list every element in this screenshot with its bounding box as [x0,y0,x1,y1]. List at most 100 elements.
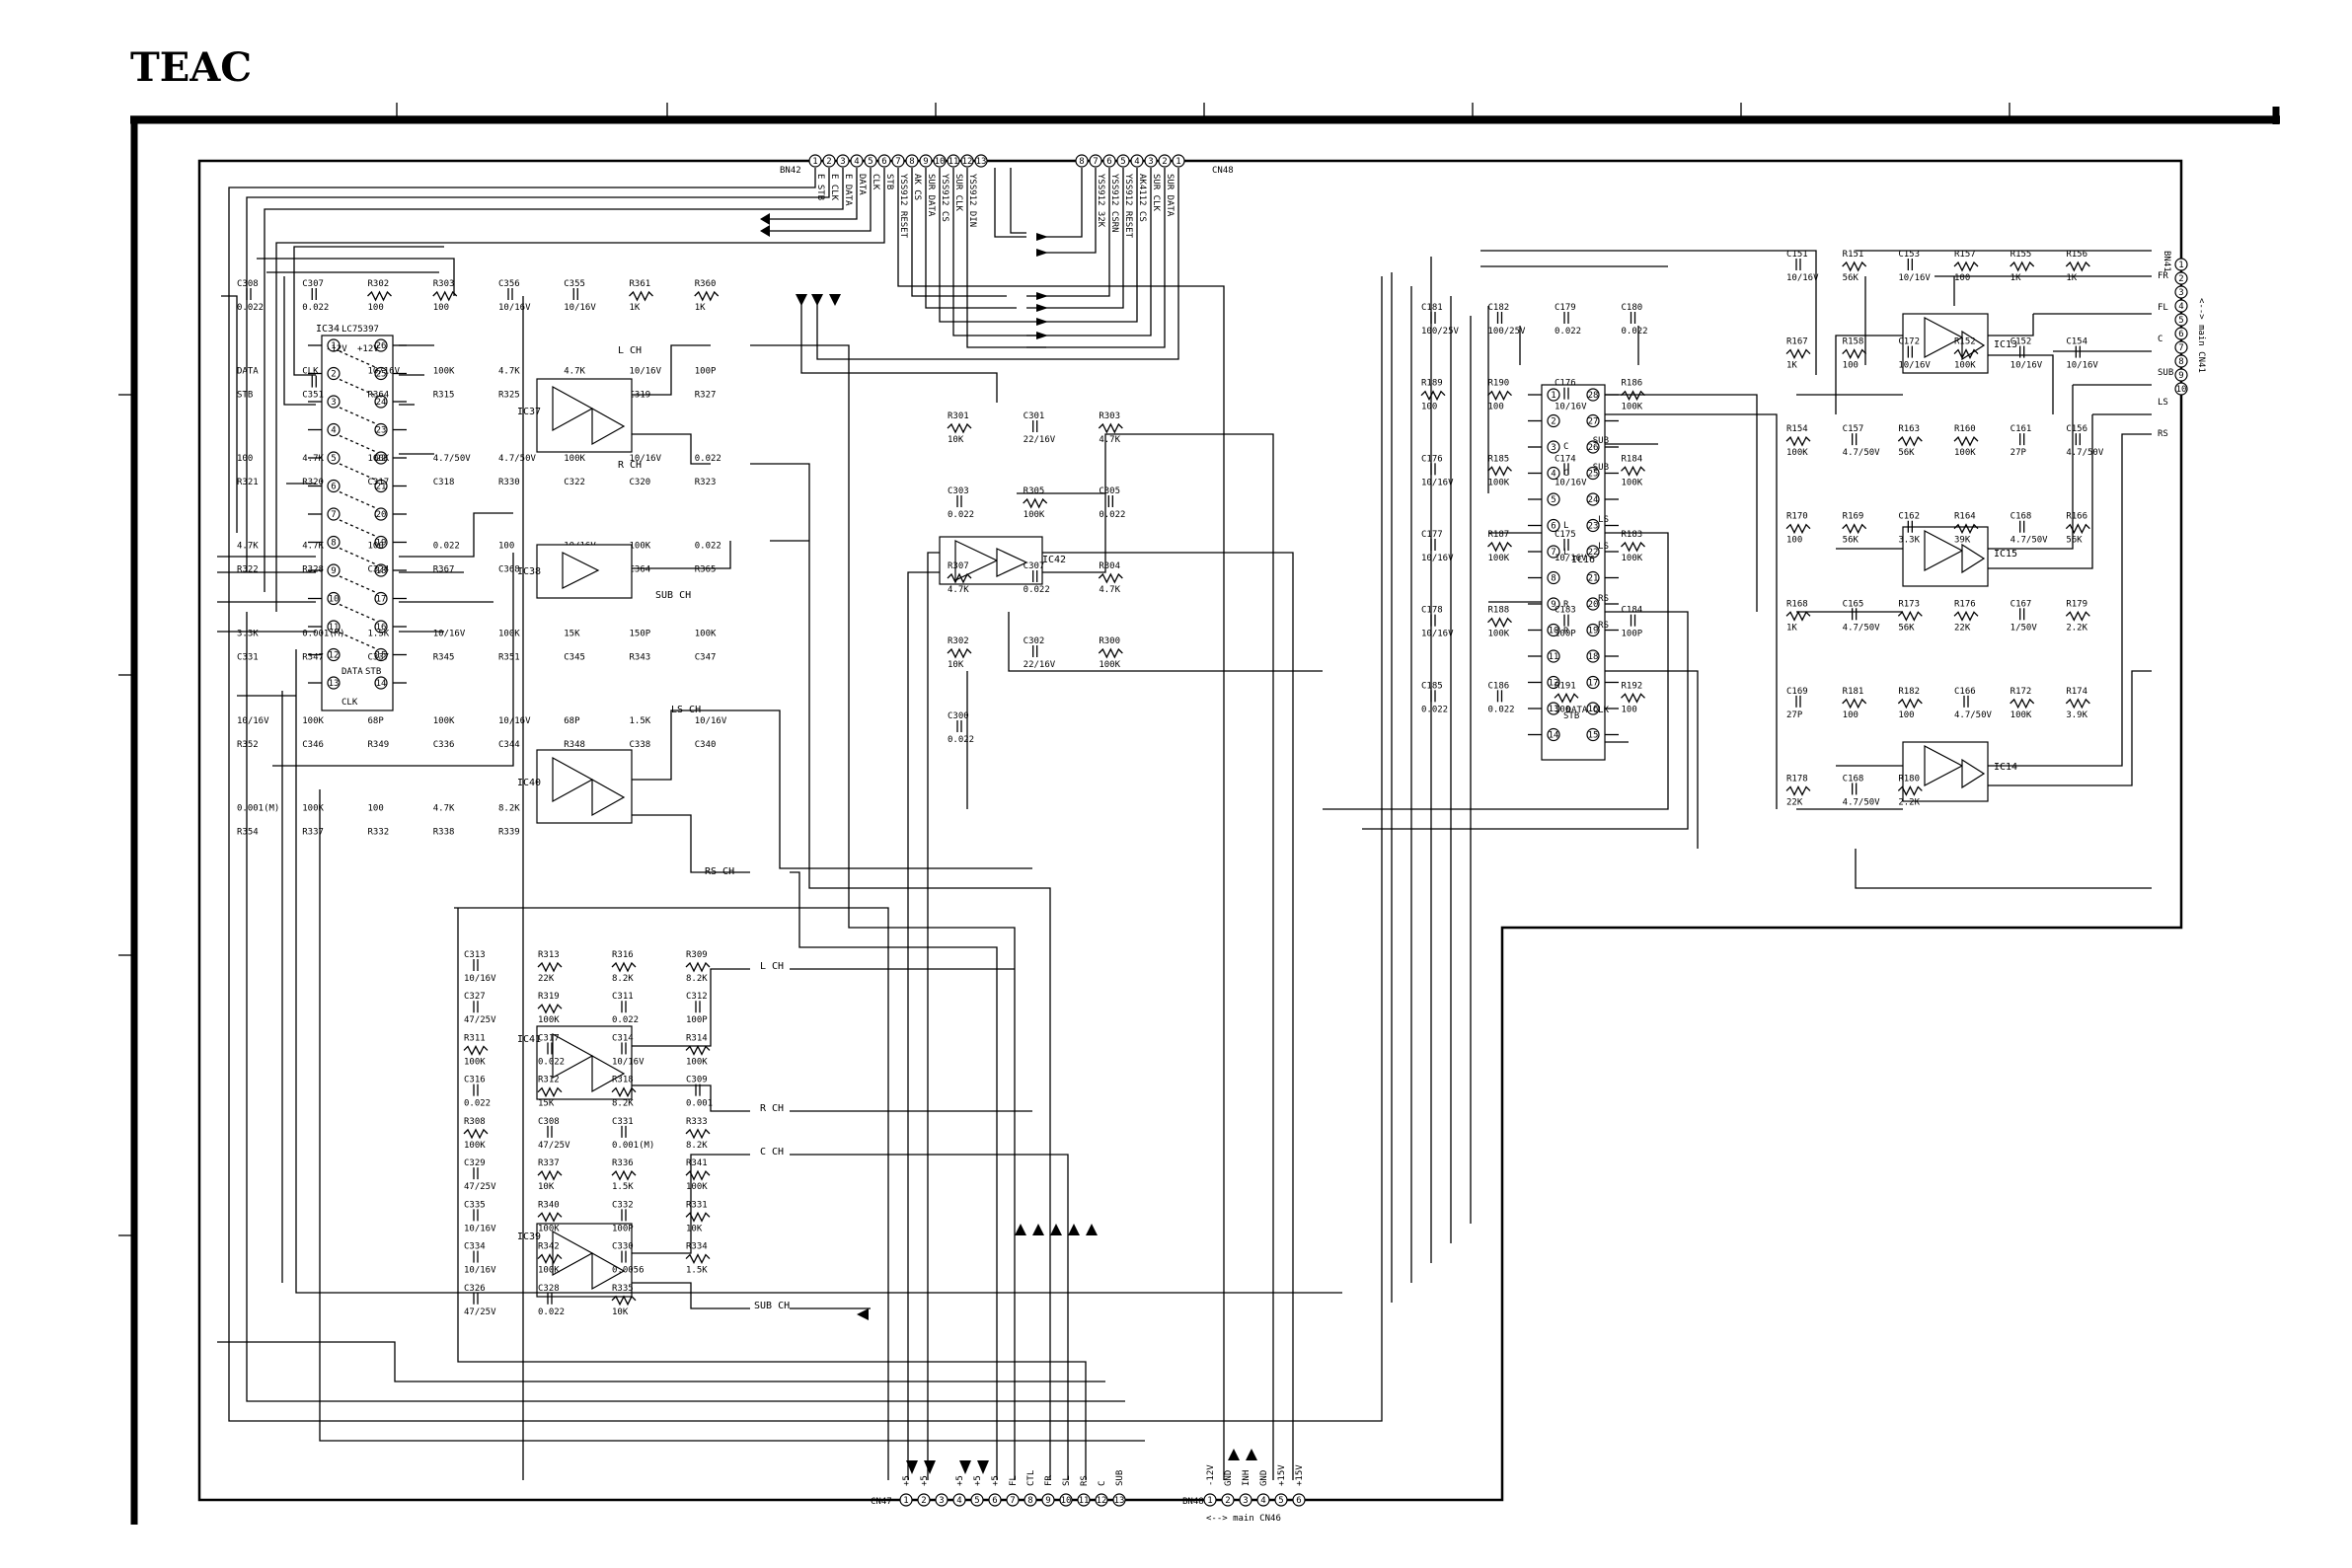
resistor-symbol [1785,784,1811,796]
part-value: 100 [368,303,384,313]
resistor-symbol [1621,541,1645,553]
part-value: 100K [1622,554,1643,563]
part-value: R327 [695,391,717,401]
connector-pin [905,154,919,168]
pin-number: 12 [1097,1496,1107,1506]
resistor-symbol [2010,698,2035,709]
signal-label: DATA [857,174,867,195]
pin-function-label: SUB [1593,436,1609,446]
signal-label: YSS912 RESET [1123,174,1133,239]
svg-text:L CH: L CH [618,345,642,356]
part-ref: C176 [1555,379,1576,389]
part-ref: R334 [686,1242,708,1252]
pin-number: 8 [909,157,914,167]
part-value: C331 [237,652,259,662]
part-ref: R305 [1024,486,1045,496]
pin-number: 12 [329,651,340,661]
pin-number: 5 [1120,157,1125,167]
connector-pin [1239,1493,1252,1507]
opamp-ic13: IC13 [1902,313,2017,374]
part-ref: C167 [2011,599,2032,609]
part-value: 100P [686,1015,708,1025]
signal-label: E CLK [829,174,839,201]
part-value: R321 [237,478,259,487]
pin-number: 2 [2178,274,2183,284]
part-value: R338 [433,827,455,837]
part-ref: 100 [368,803,384,813]
part-value: R328 [302,565,324,575]
switch-link [339,490,376,509]
connector-pin [2174,327,2188,340]
part-value: 56K [1898,623,1915,633]
pin-number: 2 [1225,1496,1230,1506]
part-value: C322 [564,478,585,487]
pin-number: 11 [1079,1496,1090,1506]
right-opamp-wiring [1796,250,2152,889]
connector-pin [1130,154,1144,168]
part-ref: 150P [630,629,651,638]
svg-text:IC15: IC15 [1994,549,2017,560]
part-value: 10/16V [1421,630,1454,639]
opamp-ic41: IC41 L CH R CH [517,961,784,1114]
resistor-symbol [1621,465,1645,477]
resistor-symbol [1098,647,1123,659]
pin-number: 7 [1010,1496,1015,1506]
part-ref: C328 [538,1284,560,1294]
connector-pin [1203,1493,1217,1507]
pin-number: 10 [1061,1496,1072,1506]
part-value: 1K [1786,361,1797,371]
part-ref: R191 [1555,681,1576,691]
part-ref: R180 [1898,774,1920,784]
pin-number: 3 [1551,443,1555,453]
resistor-symbol [537,1253,563,1265]
svg-text:IC13: IC13 [1994,339,2017,350]
signal-label: YSS912 CSRN [1109,174,1119,233]
part-ref: C329 [464,1158,486,1168]
pin-number: 11 [948,157,959,167]
connector-pin [1172,154,1185,168]
part-value: 100 [1555,705,1570,714]
brand-logo: TEAC [130,44,252,91]
svg-text:<--> main CN41: <--> main CN41 [2196,298,2206,373]
connector-pin [2174,271,2188,285]
part-value: 1/50V [2011,623,2038,633]
ic34-wiring [217,246,514,780]
part-value: R348 [564,740,585,750]
ic-pin [374,338,388,352]
resistor-symbol [2065,261,2090,272]
resistor-symbol [432,290,458,302]
part-value: 100 [1488,403,1504,412]
part-value: 10/16V [1555,554,1587,563]
part-value: 27P [2011,448,2027,458]
ic-pin [374,366,388,381]
resistor-symbol [1098,572,1123,584]
part-value: 4.7/50V [2011,536,2049,546]
part-ref: C317 [538,1033,560,1043]
switch-link [339,603,376,622]
part-value: R323 [695,478,717,487]
pin-number: 14 [1549,731,1559,741]
part-ref: C153 [1898,250,1920,260]
pin-number: 2 [1162,157,1167,167]
pin-number: 8 [2178,357,2183,367]
signal-label: SUB [1115,1470,1125,1486]
part-ref: R179 [2066,599,2087,609]
pin-number: 6 [1551,522,1555,532]
part-ref: R176 [1954,599,1976,609]
part-ref: R163 [1898,424,1920,434]
part-ref: R186 [1622,379,1643,389]
pin-function-label: SUB [1593,463,1609,473]
resistor-symbol [1098,422,1123,434]
ic16-chip: 1234567891011121314282726252423222120191… [1528,384,1619,761]
part-ref: R333 [686,1117,708,1127]
part-ref: R188 [1488,606,1510,616]
pin-number: 1 [1176,157,1180,167]
pin-number: 5 [331,454,336,464]
resistor-symbol [1487,617,1512,629]
part-value: 10K [612,1307,629,1317]
pin-function-label: LS [1598,542,1609,552]
svg-text:IC14: IC14 [1994,762,2017,773]
svg-text:IC38: IC38 [517,566,541,577]
part-ref: C174 [1555,454,1576,464]
